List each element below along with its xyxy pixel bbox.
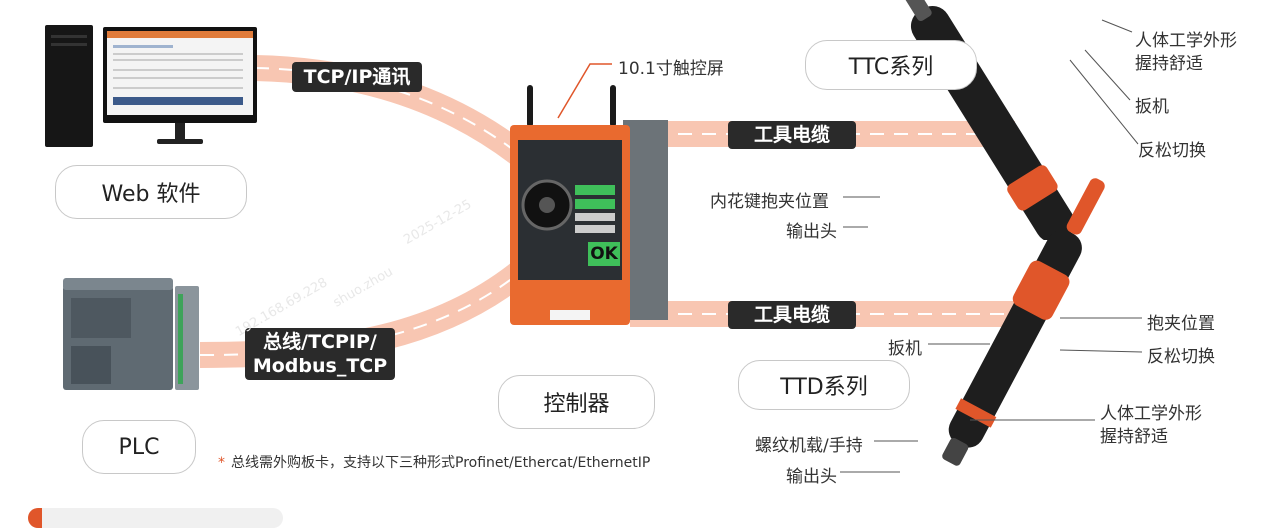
- plc-callout: PLC: [82, 420, 196, 474]
- leader-ttd-reverse: [1059, 349, 1143, 353]
- section-tab-decoration: [28, 508, 283, 528]
- pc-illustration: [45, 25, 257, 147]
- leader-touchscreen: [557, 63, 612, 119]
- bus-protocol-line1: 总线/TCPIP/: [263, 331, 377, 353]
- controller-illustration: [510, 85, 668, 325]
- ttd-output-label: 输出头: [786, 467, 837, 487]
- ttc-trigger-label: 扳机: [1135, 97, 1169, 117]
- leader-ttc-trigger: [1084, 49, 1131, 101]
- ttd-tool-collar: [1012, 260, 1070, 320]
- plc-illustration: [63, 278, 199, 390]
- touchscreen-label: 10.1寸触控屏: [618, 59, 724, 79]
- bus-protocol-label: 总线/TCPIP/ Modbus_TCP: [245, 328, 395, 380]
- ttd-reverse-label: 反松切换: [1147, 347, 1215, 367]
- ttc-reverse-label: 反松切换: [1138, 141, 1206, 161]
- ttc-tool-collar: [1007, 165, 1058, 211]
- tool-cable-label-bottom: 工具电缆: [728, 301, 856, 329]
- controller-side: [623, 120, 668, 320]
- bus-footnote: * 总线需外购板卡，支持以下三种形式Profinet/Ethercat/Ether…: [218, 452, 650, 472]
- ttd-series-callout: TTD系列: [738, 360, 910, 410]
- ok-indicator: OK: [588, 242, 620, 266]
- footnote-text: 总线需外购板卡，支持以下三种形式Profinet/Ethercat/Ethern…: [231, 455, 651, 471]
- bus-protocol-line2: Modbus_TCP: [252, 355, 388, 377]
- controller-callout: 控制器: [498, 375, 655, 429]
- pc-tower: [45, 25, 93, 147]
- antenna-left: [527, 85, 533, 127]
- web-software-callout: Web 软件: [55, 165, 247, 219]
- ttd-ergonomic-label-2: 握持舒适: [1100, 427, 1168, 447]
- ttd-ergonomic-label-1: 人体工学外形: [1100, 404, 1202, 424]
- section-tab-accent: [28, 508, 42, 528]
- ttc-ergonomic-label-1: 人体工学外形: [1135, 31, 1237, 51]
- tcpip-comm-label: TCP/IP通讯: [292, 62, 422, 92]
- ttc-hex-chuck-label: 内花键抱夹位置: [710, 192, 829, 212]
- ttc-ergonomic-label-2: 握持舒适: [1135, 54, 1203, 74]
- controller-brand-plate: [550, 310, 590, 320]
- leader-ttc-ergonomic: [1101, 19, 1133, 33]
- footnote-star: *: [218, 455, 225, 471]
- tool-cable-label-top: 工具电缆: [728, 121, 856, 149]
- antenna-right: [610, 85, 616, 127]
- monitor-stand: [175, 123, 185, 139]
- ttd-tool-illustration: [942, 178, 1105, 466]
- ttc-series-callout: TTC系列: [805, 40, 977, 90]
- ttc-output-label: 输出头: [786, 222, 837, 242]
- leader-ttc-reverse: [1069, 59, 1139, 145]
- ttd-chuck-label: 抱夹位置: [1147, 314, 1215, 334]
- ttd-mount-label: 螺纹机载/手持: [755, 436, 863, 456]
- ttd-trigger-label: 扳机: [888, 339, 922, 359]
